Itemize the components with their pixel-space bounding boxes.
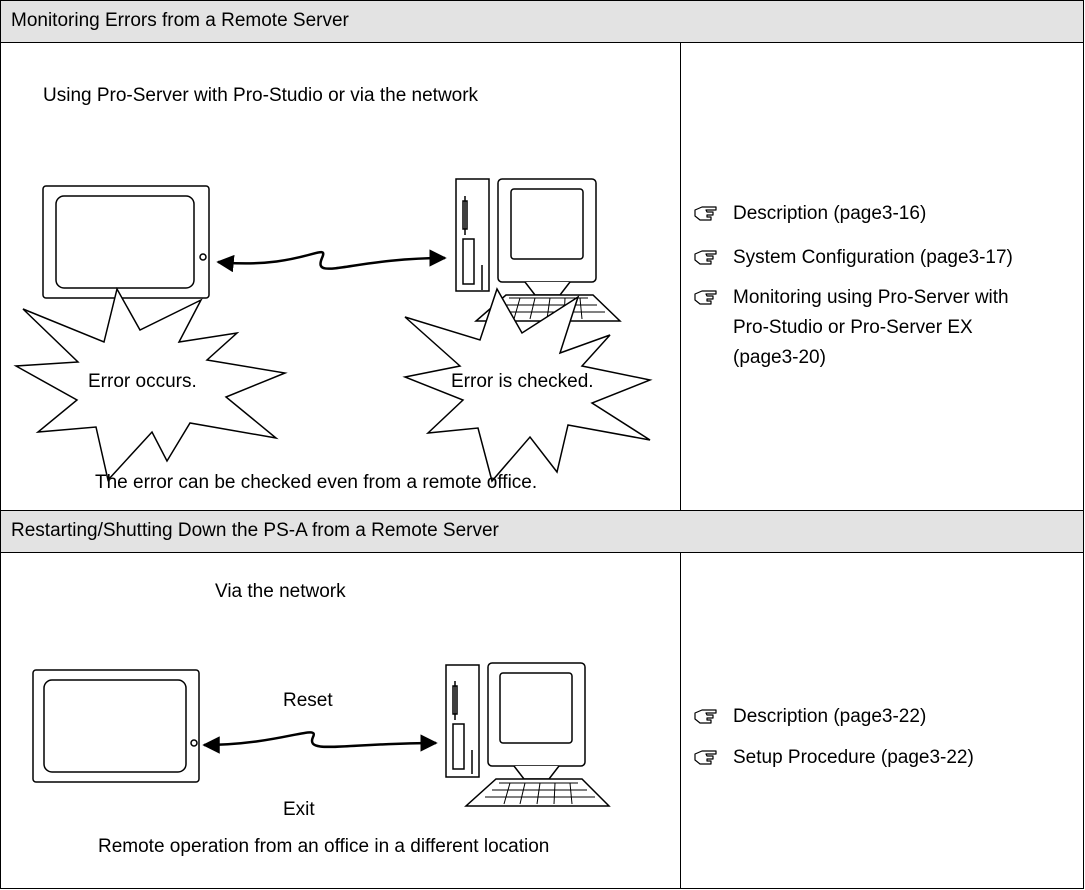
display-unit-icon xyxy=(42,185,210,299)
section1-header: Monitoring Errors from a Remote Server xyxy=(0,0,1084,43)
section1-bottom-caption: The error can be checked even from a rem… xyxy=(95,472,538,493)
section2-bottom-caption: Remote operation from an office in a dif… xyxy=(98,836,550,857)
link-label: Description (page3-22) xyxy=(733,706,927,727)
section2-header: Restarting/Shutting Down the PS-A from a… xyxy=(0,510,1084,553)
error-checked-label: Error is checked. xyxy=(451,371,594,392)
section2-diagram-caption: Via the network xyxy=(215,581,346,602)
section2-links-cell xyxy=(680,552,1084,889)
section1-title: Monitoring Errors from a Remote Server xyxy=(11,10,349,31)
link-label: Monitoring using Pro-Server with Pro-Stu… xyxy=(733,287,1009,368)
pointing-hand-icon xyxy=(694,750,717,765)
error-checked-burst-shape xyxy=(402,287,653,483)
link-label: Setup Procedure (page3-22) xyxy=(733,747,974,768)
pointing-hand-icon xyxy=(694,290,717,305)
reset-exit-connection-arrow xyxy=(202,731,438,754)
error-occurs-label: Error occurs. xyxy=(88,371,197,392)
display-unit-icon-2 xyxy=(32,669,200,783)
exit-label: Exit xyxy=(283,799,315,820)
section2-title: Restarting/Shutting Down the PS-A from a… xyxy=(11,520,499,541)
link-label: Description (page3-16) xyxy=(733,203,927,224)
link-setup-procedure-3-22[interactable]: Setup Procedure (page3-22) xyxy=(694,743,1079,773)
pointing-hand-icon xyxy=(694,206,717,221)
computer-icon-2 xyxy=(445,662,611,807)
pointing-hand-icon xyxy=(694,709,717,724)
link-monitoring-pro-server-3-20[interactable]: Monitoring using Pro-Server with Pro-Stu… xyxy=(694,283,1079,373)
section1-diagram-caption: Using Pro-Server with Pro-Studio or via … xyxy=(43,85,479,106)
reset-label: Reset xyxy=(283,690,333,711)
link-system-configuration-3-17[interactable]: System Configuration (page3-17) xyxy=(694,243,1079,273)
computer-icon xyxy=(455,178,622,322)
error-occurs-burst-shape xyxy=(13,286,288,482)
network-connection-arrow xyxy=(216,249,447,273)
link-description-3-22[interactable]: Description (page3-22) xyxy=(694,702,1079,732)
section1-links-cell xyxy=(680,42,1084,511)
link-description-3-16[interactable]: Description (page3-16) xyxy=(694,199,1079,229)
pointing-hand-icon xyxy=(694,250,717,265)
link-label: System Configuration (page3-17) xyxy=(733,247,1013,268)
